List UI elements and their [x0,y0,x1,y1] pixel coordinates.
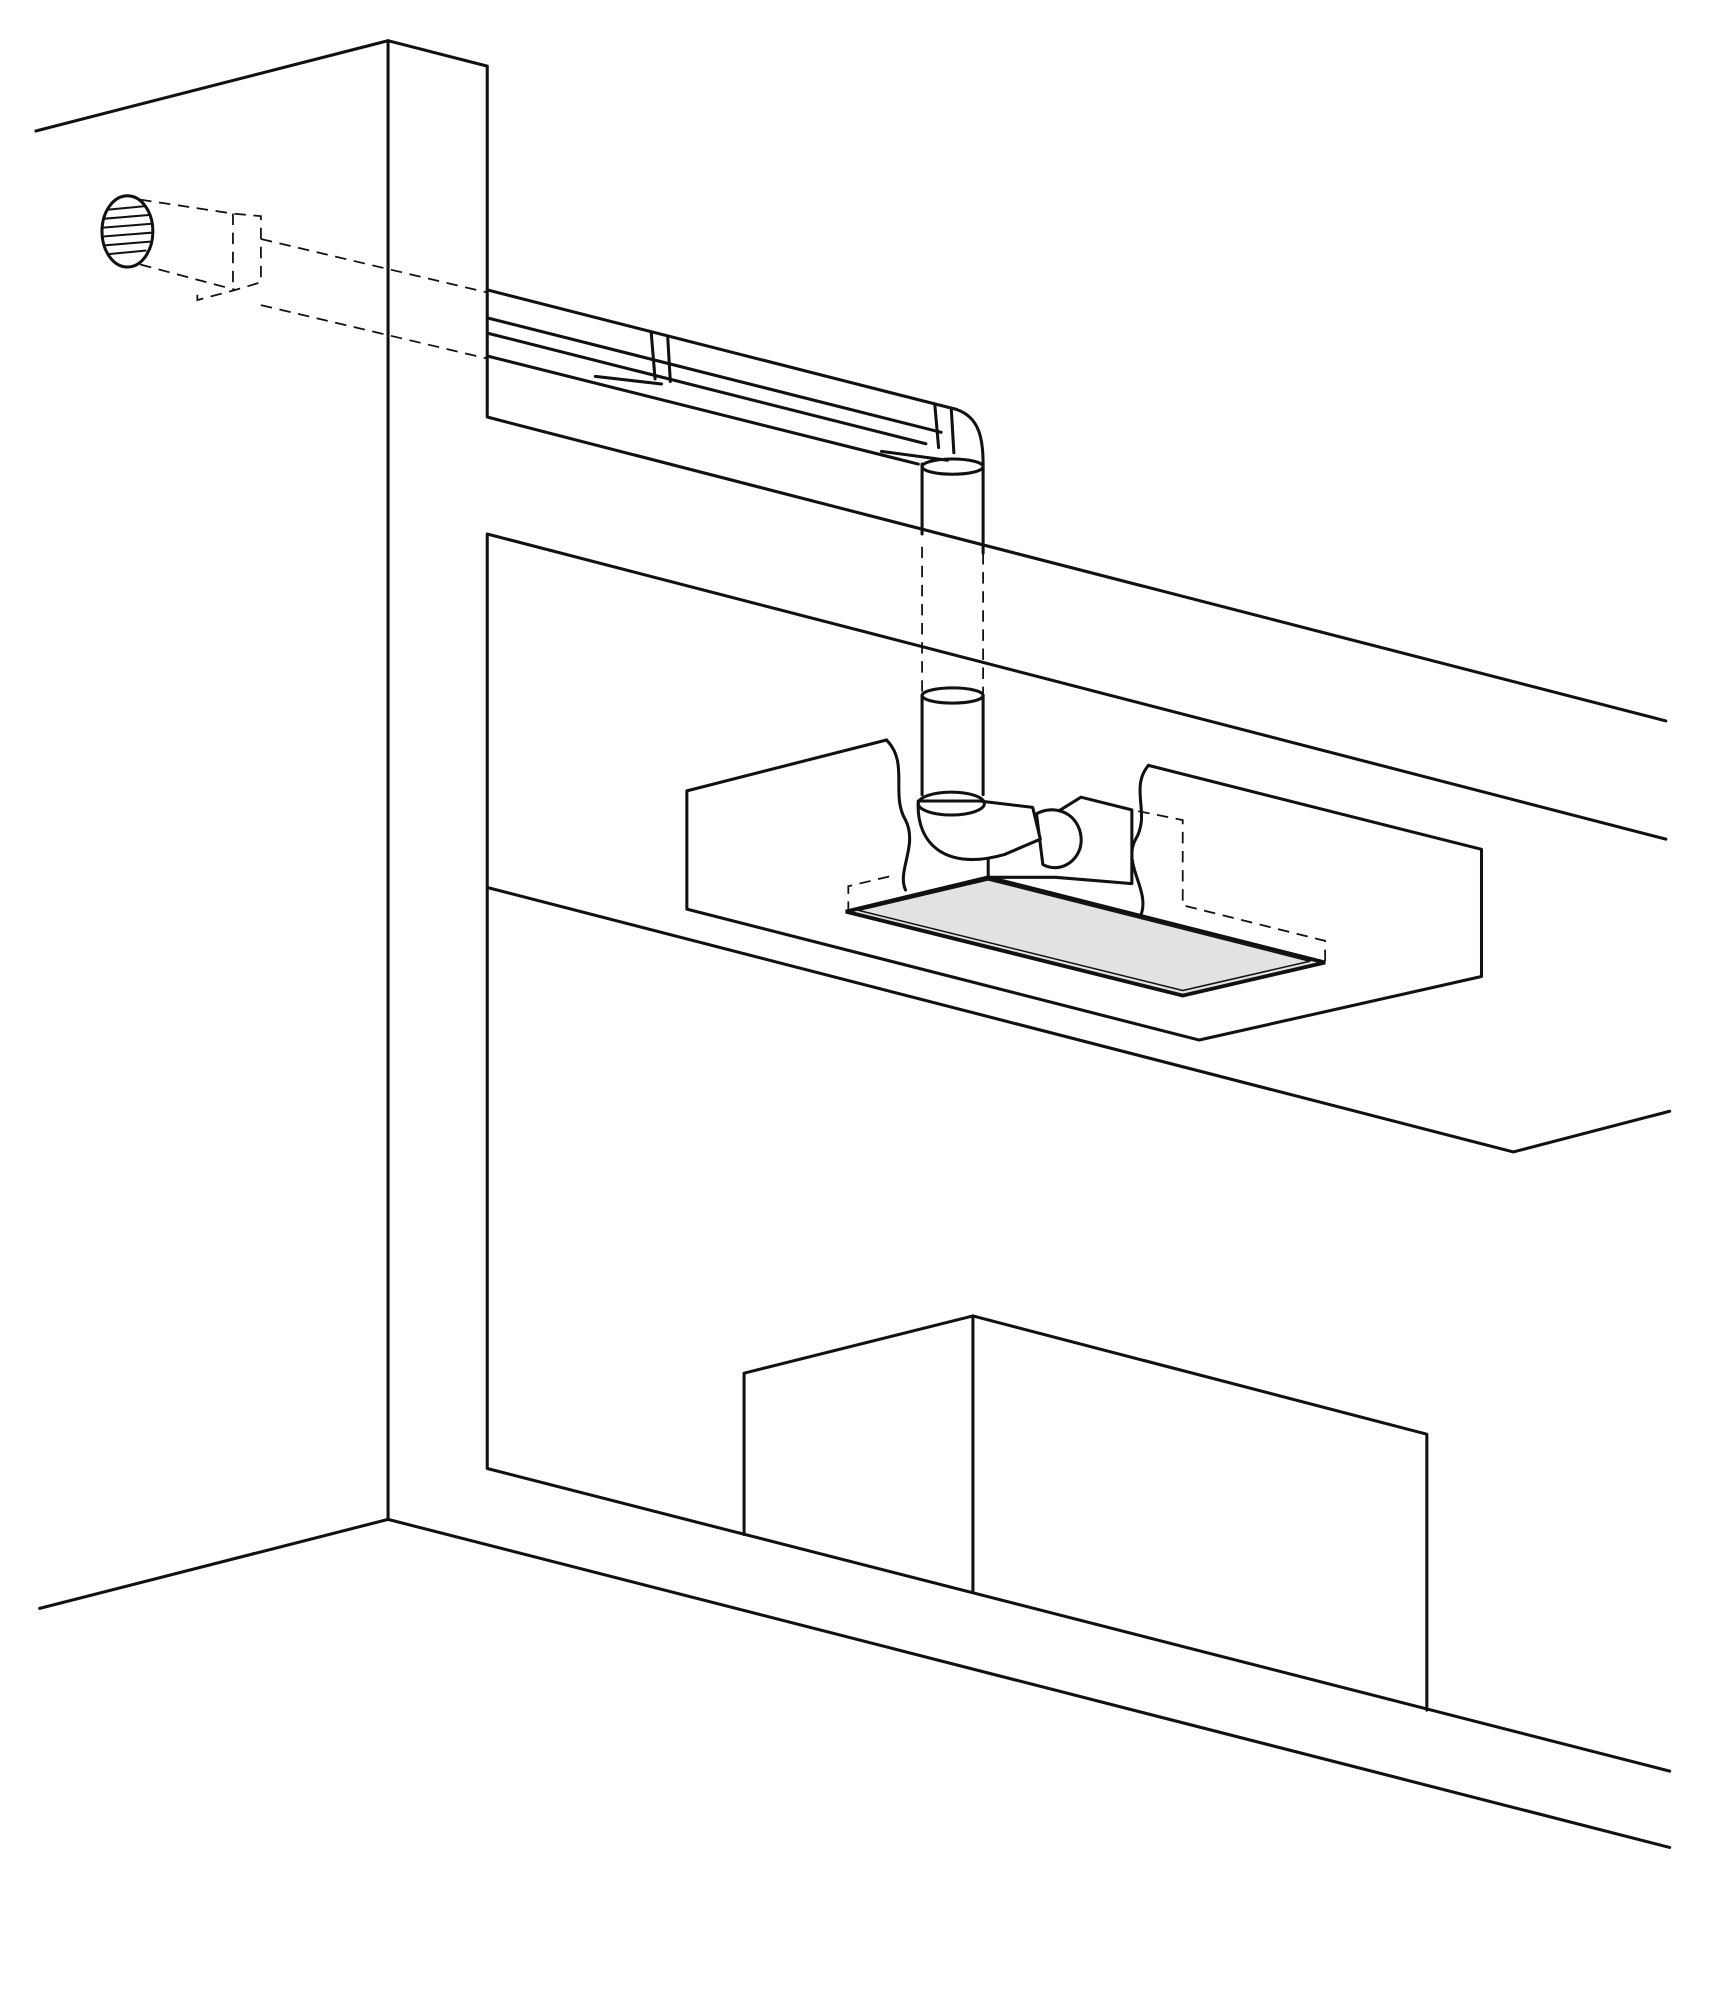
duct-pipe [485,288,1042,861]
wall-vent [100,194,488,360]
cabinet [742,1314,1429,1712]
ceiling-grille [845,875,1326,998]
ceiling-bulkhead [685,738,1484,1042]
building-structure [34,39,1672,1849]
fan-unit [845,795,1326,998]
